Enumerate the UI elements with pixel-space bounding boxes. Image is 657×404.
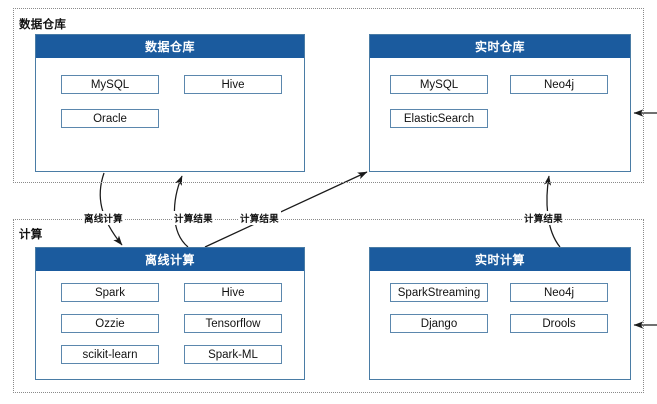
chip-tensorflow[interactable]: Tensorflow	[184, 314, 282, 333]
chip-drools[interactable]: Drools	[510, 314, 608, 333]
edge-label-offline-result: 计算结果	[172, 211, 215, 225]
panel-realtime-warehouse-title: 实时仓库	[370, 35, 630, 58]
edge-label-offline-task: 离线计算	[82, 211, 125, 225]
panel-realtime-compute-title: 实时计算	[370, 248, 630, 271]
panel-realtime-compute[interactable]: 实时计算 SparkStreaming Neo4j Django Drools	[369, 247, 631, 380]
chip-mysql[interactable]: MySQL	[390, 75, 488, 94]
group-compute-label: 计算	[19, 229, 43, 241]
panel-realtime-warehouse-body: MySQL Neo4j ElasticSearch	[370, 58, 630, 171]
panel-offline-compute-title: 离线计算	[36, 248, 304, 271]
panel-realtime-compute-body: SparkStreaming Neo4j Django Drools	[370, 271, 630, 379]
panel-data-warehouse-body: MySQL Hive Oracle	[36, 58, 304, 171]
panel-offline-compute-body: Spark Hive Ozzie Tensorflow scikit-learn…	[36, 271, 304, 379]
group-storage	[13, 8, 644, 183]
chip-oracle[interactable]: Oracle	[61, 109, 159, 128]
chip-hive[interactable]: Hive	[184, 75, 282, 94]
group-storage-label: 数据仓库	[19, 19, 67, 31]
chip-spark-ml[interactable]: Spark-ML	[184, 345, 282, 364]
chip-scikit-learn[interactable]: scikit-learn	[61, 345, 159, 364]
chip-sparkstreaming[interactable]: SparkStreaming	[390, 283, 488, 302]
chip-neo4j[interactable]: Neo4j	[510, 283, 608, 302]
panel-realtime-warehouse[interactable]: 实时仓库 MySQL Neo4j ElasticSearch	[369, 34, 631, 172]
panel-data-warehouse[interactable]: 数据仓库 MySQL Hive Oracle	[35, 34, 305, 172]
chip-spark[interactable]: Spark	[61, 283, 159, 302]
group-compute	[13, 219, 644, 393]
chip-elasticsearch[interactable]: ElasticSearch	[390, 109, 488, 128]
chip-mysql[interactable]: MySQL	[61, 75, 159, 94]
edge-label-realtime-result: 计算结果	[522, 211, 565, 225]
chip-django[interactable]: Django	[390, 314, 488, 333]
panel-data-warehouse-title: 数据仓库	[36, 35, 304, 58]
chip-ozzie[interactable]: Ozzie	[61, 314, 159, 333]
edge-label-offline-result-realtime: 计算结果	[238, 211, 281, 225]
panel-offline-compute[interactable]: 离线计算 Spark Hive Ozzie Tensorflow scikit-…	[35, 247, 305, 380]
chip-hive[interactable]: Hive	[184, 283, 282, 302]
chip-neo4j[interactable]: Neo4j	[510, 75, 608, 94]
